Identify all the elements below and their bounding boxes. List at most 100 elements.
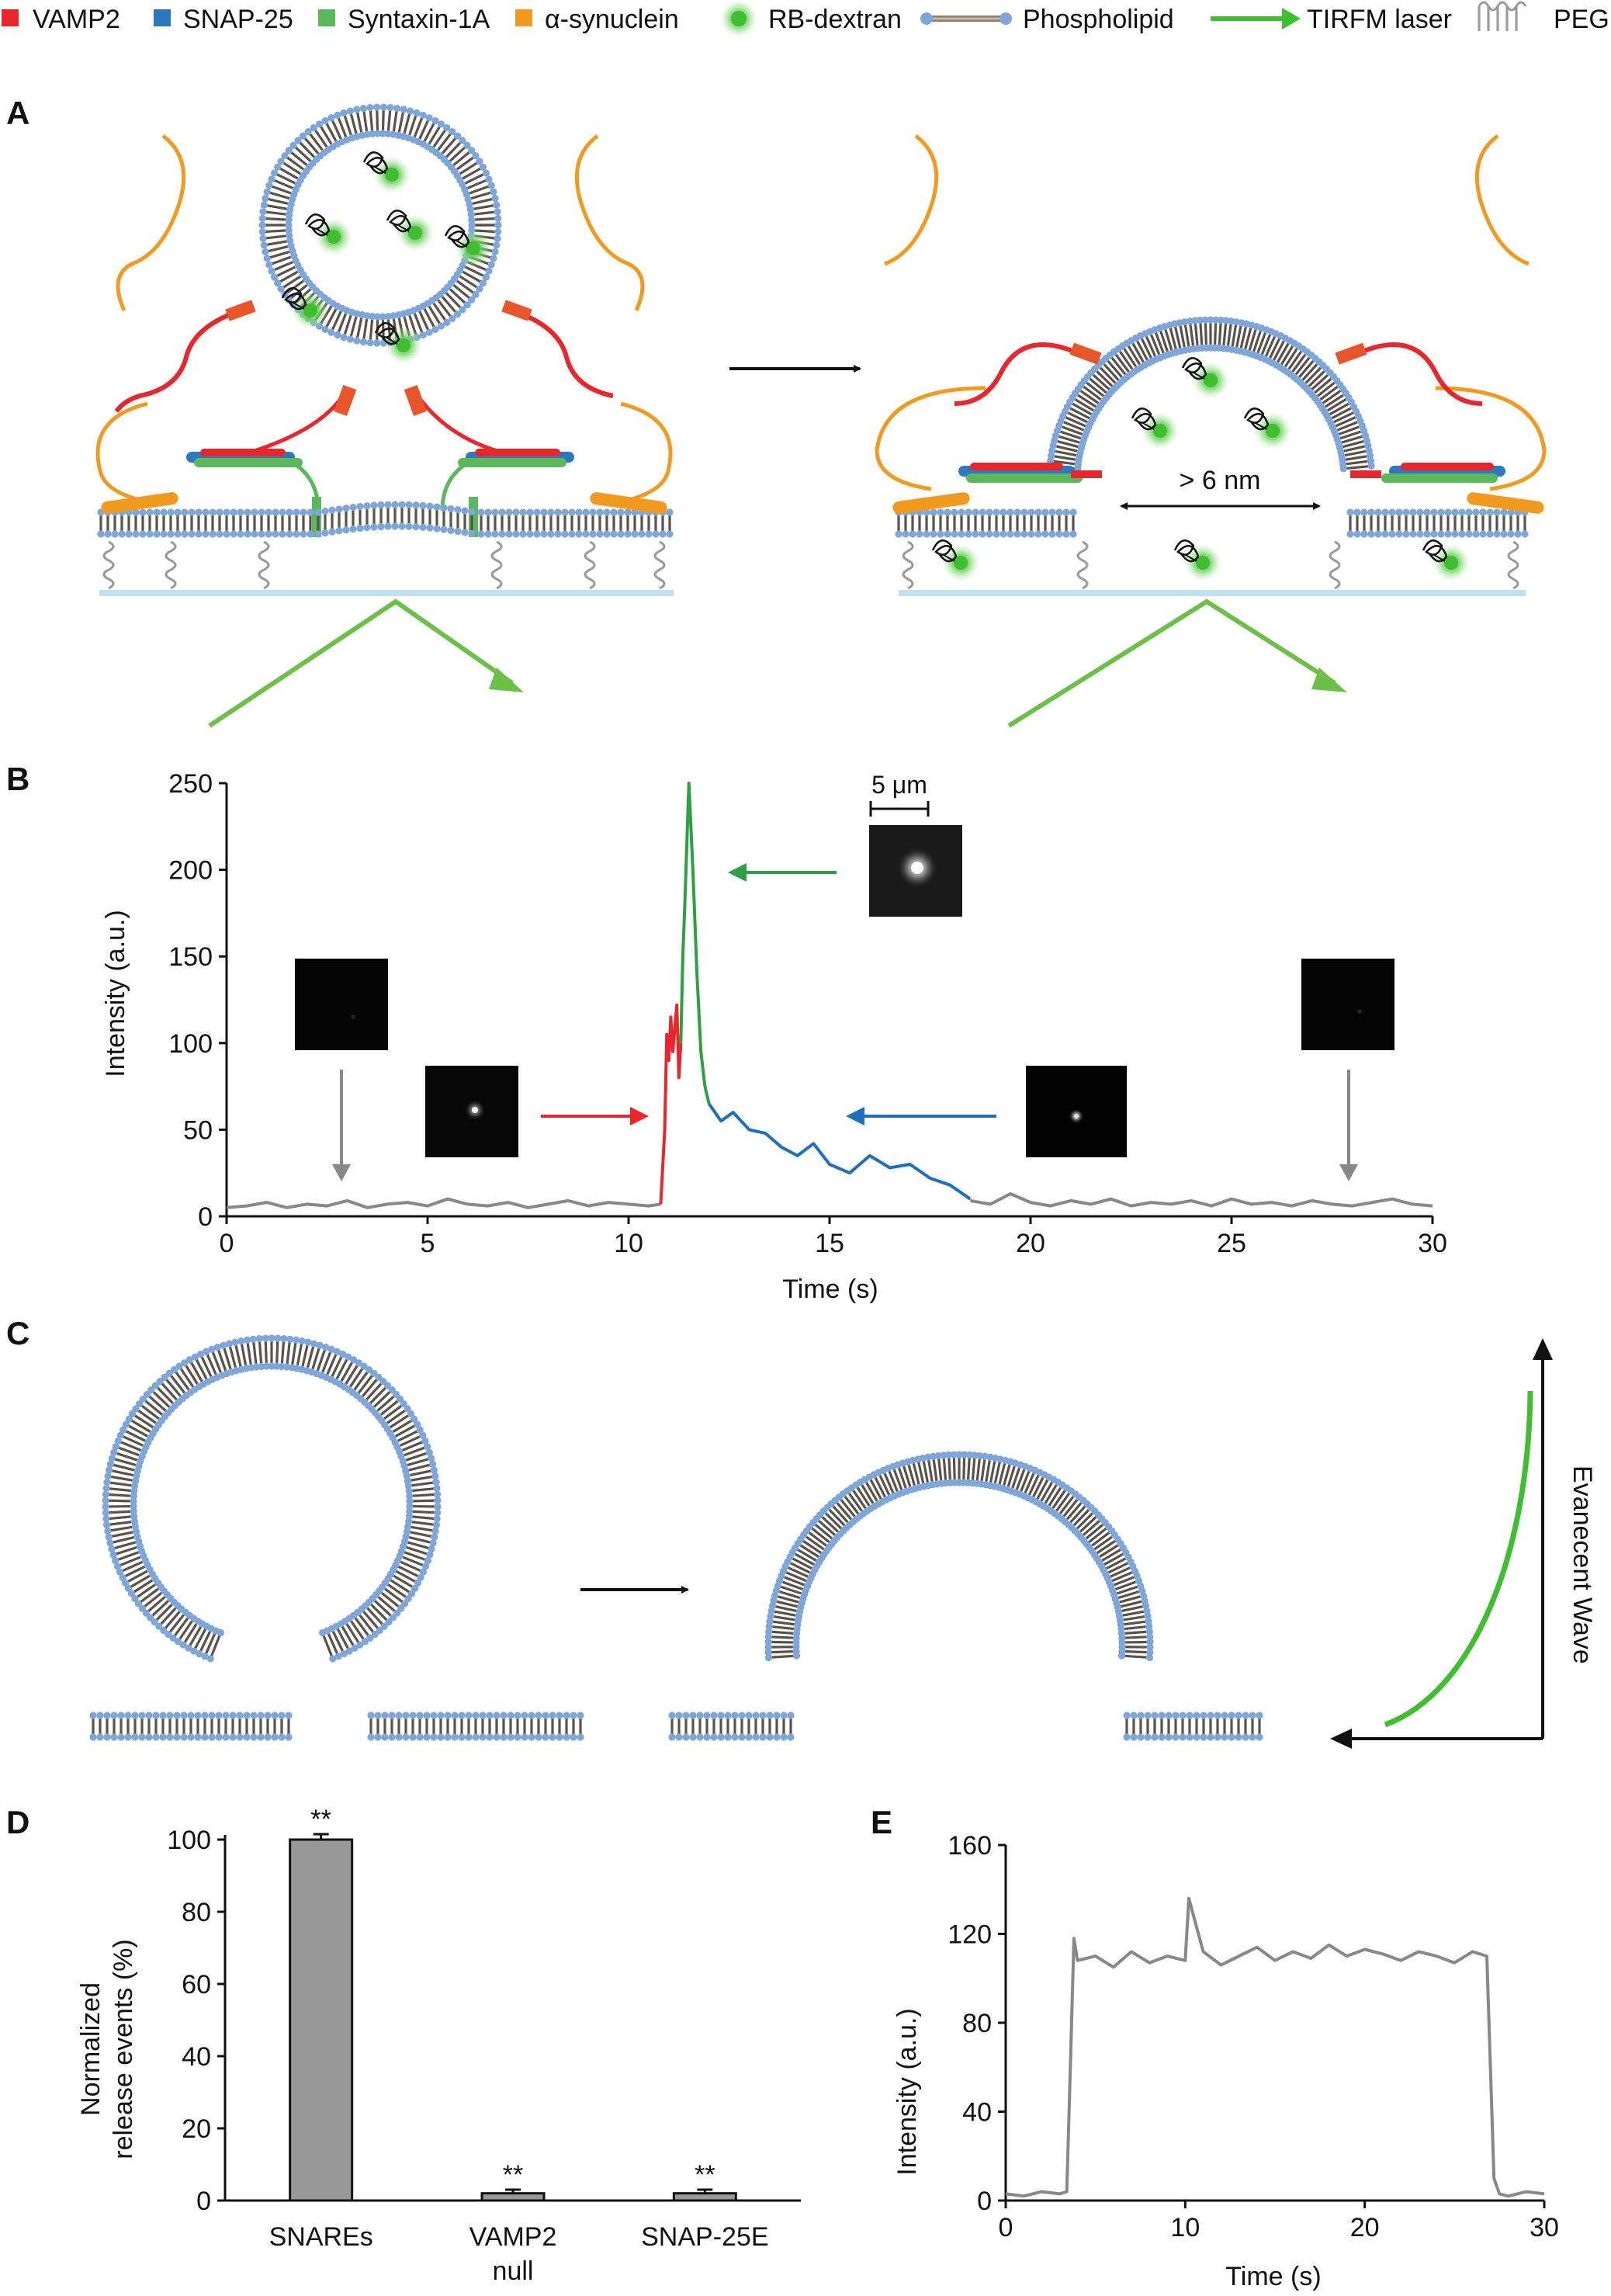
peg-coil-icon (584, 540, 596, 590)
fusion-pore-membrane (1046, 316, 1375, 473)
collapsed-membrane (668, 1451, 1263, 1741)
tirfm-laser-path (208, 598, 514, 728)
y-tick-label: 40 (182, 2042, 211, 2072)
vamp2-swatch-icon (2, 9, 19, 26)
omega-membrane (89, 1334, 584, 1741)
legend-label: PEG (1554, 5, 1609, 34)
legend-label: Phospholipid (1023, 5, 1174, 34)
peg-coil-icon (1076, 540, 1089, 590)
panel-label-a: A (6, 95, 29, 131)
pre-fusion-scene (95, 103, 674, 728)
scale-bar-label: 5 μm (871, 771, 927, 799)
legend-item-synuclein: α-synuclein (515, 5, 679, 34)
peg-coil-icon (902, 540, 914, 590)
y-axis-title: Intensity (a.u.) (101, 910, 130, 1077)
legend-label: Syntaxin-1A (348, 5, 490, 34)
evanescent-decay-curve (1384, 1390, 1533, 1728)
peg-coil-icon (1329, 540, 1341, 590)
significance-label: ** (695, 2160, 715, 2190)
series-line (226, 1197, 661, 1209)
tirfm-laser-path (1007, 598, 1336, 728)
pore-size-label: > 6 nm (1180, 466, 1261, 495)
y-tick-label: 200 (168, 856, 213, 886)
rb-dextran-cargo (931, 357, 1470, 581)
snap25-swatch-icon (154, 9, 171, 26)
x-tick-label: 20 (1350, 2213, 1380, 2242)
x-tick-label: 0 (220, 1229, 234, 1258)
microscopy-inset-after (1301, 959, 1394, 1050)
significance-label: ** (310, 1805, 331, 1834)
bar (672, 2192, 737, 2202)
snare-complex (958, 463, 1102, 483)
y-tick-label: 50 (183, 1115, 213, 1145)
snare-complex (440, 449, 574, 512)
x-tick-label: 0 (999, 2213, 1013, 2242)
tirfm-arrow-icon (1211, 8, 1301, 29)
peg-tethers (902, 540, 1519, 590)
x-tick-label: 10 (614, 1229, 643, 1258)
x-axis-title: Time (s) (1225, 2262, 1321, 2291)
glass-surface (99, 590, 674, 596)
peg-coil-icon (1507, 540, 1519, 590)
panel-c-pore-schematic: Evanecent Wave (89, 1334, 1597, 1749)
legend-item-syntaxin: Syntaxin-1A (318, 5, 490, 34)
x-tick-label: 5 (421, 1229, 435, 1258)
x-tick-label: 30 (1418, 1229, 1447, 1258)
glass-surface (899, 590, 1526, 596)
rb-dextran-cargo (281, 151, 492, 364)
y-tick-label: 80 (962, 2009, 992, 2038)
snare-complex (186, 449, 320, 512)
y-tick-label: 60 (182, 1970, 211, 1999)
x-tick-label: 10 (1170, 2213, 1200, 2242)
planar-bilayer (97, 501, 674, 538)
peg-coil-icon (258, 540, 270, 590)
legend-label: TIRFM laser (1307, 5, 1452, 34)
y-tick-label: 0 (198, 1202, 213, 1232)
series-line (1005, 1896, 1545, 2198)
syntaxin-swatch-icon (318, 9, 335, 26)
peg-coil-icon (102, 540, 115, 590)
x-tick-label: 30 (1530, 2213, 1559, 2242)
synuclein-swatch-icon (515, 9, 532, 26)
x-tick-label: 20 (1016, 1229, 1045, 1258)
legend-label: α-synuclein (545, 5, 679, 34)
y-tick-label: 20 (182, 2114, 211, 2144)
legend-item-snap25: SNAP-25 (154, 5, 293, 34)
legend-item-phospholipid: Phospholipid (920, 5, 1174, 34)
category-label: VAMP2 (469, 2222, 557, 2252)
bar (480, 2192, 546, 2202)
microscopy-inset-before (295, 959, 388, 1050)
x-axis-title: Time (s) (782, 1275, 878, 1304)
bar (289, 1838, 354, 2202)
post-fusion-scene: > 6 nm (875, 134, 1547, 728)
x-tick-label: 25 (1217, 1229, 1246, 1258)
peg-coil-icon (1478, 1, 1527, 31)
significance-label: ** (503, 2160, 523, 2190)
series-line (679, 782, 711, 1105)
peg-tethers (102, 540, 666, 590)
series-line (969, 1192, 1433, 1208)
legend-label: RB-dextran (768, 5, 902, 34)
legend-label: VAMP2 (33, 5, 120, 34)
y-tick-label: 150 (168, 942, 213, 972)
y-tick-label: 0 (196, 2187, 211, 2216)
y-axis-title: Intensity (a.u.) (892, 2008, 922, 2175)
x-tick-label: 15 (815, 1229, 844, 1258)
series-line (659, 1003, 683, 1205)
legend: VAMP2 SNAP-25 Syntaxin-1A α-synuclein RB… (2, 0, 1609, 37)
y-tick-label: 100 (168, 1029, 213, 1059)
y-tick-label: 0 (977, 2187, 992, 2216)
panel-label-e: E (871, 1804, 892, 1840)
alpha-synuclein-strand (116, 134, 186, 312)
peg-coil-icon (490, 540, 503, 590)
category-label: SNAP-25E (641, 2222, 768, 2252)
series-line (707, 1102, 972, 1201)
alpha-synuclein-strand (574, 134, 645, 312)
evanescent-wave-label: Evanecent Wave (1568, 1465, 1597, 1664)
legend-item-tirfm: TIRFM laser (1211, 5, 1452, 34)
snare-complex (1350, 463, 1505, 483)
